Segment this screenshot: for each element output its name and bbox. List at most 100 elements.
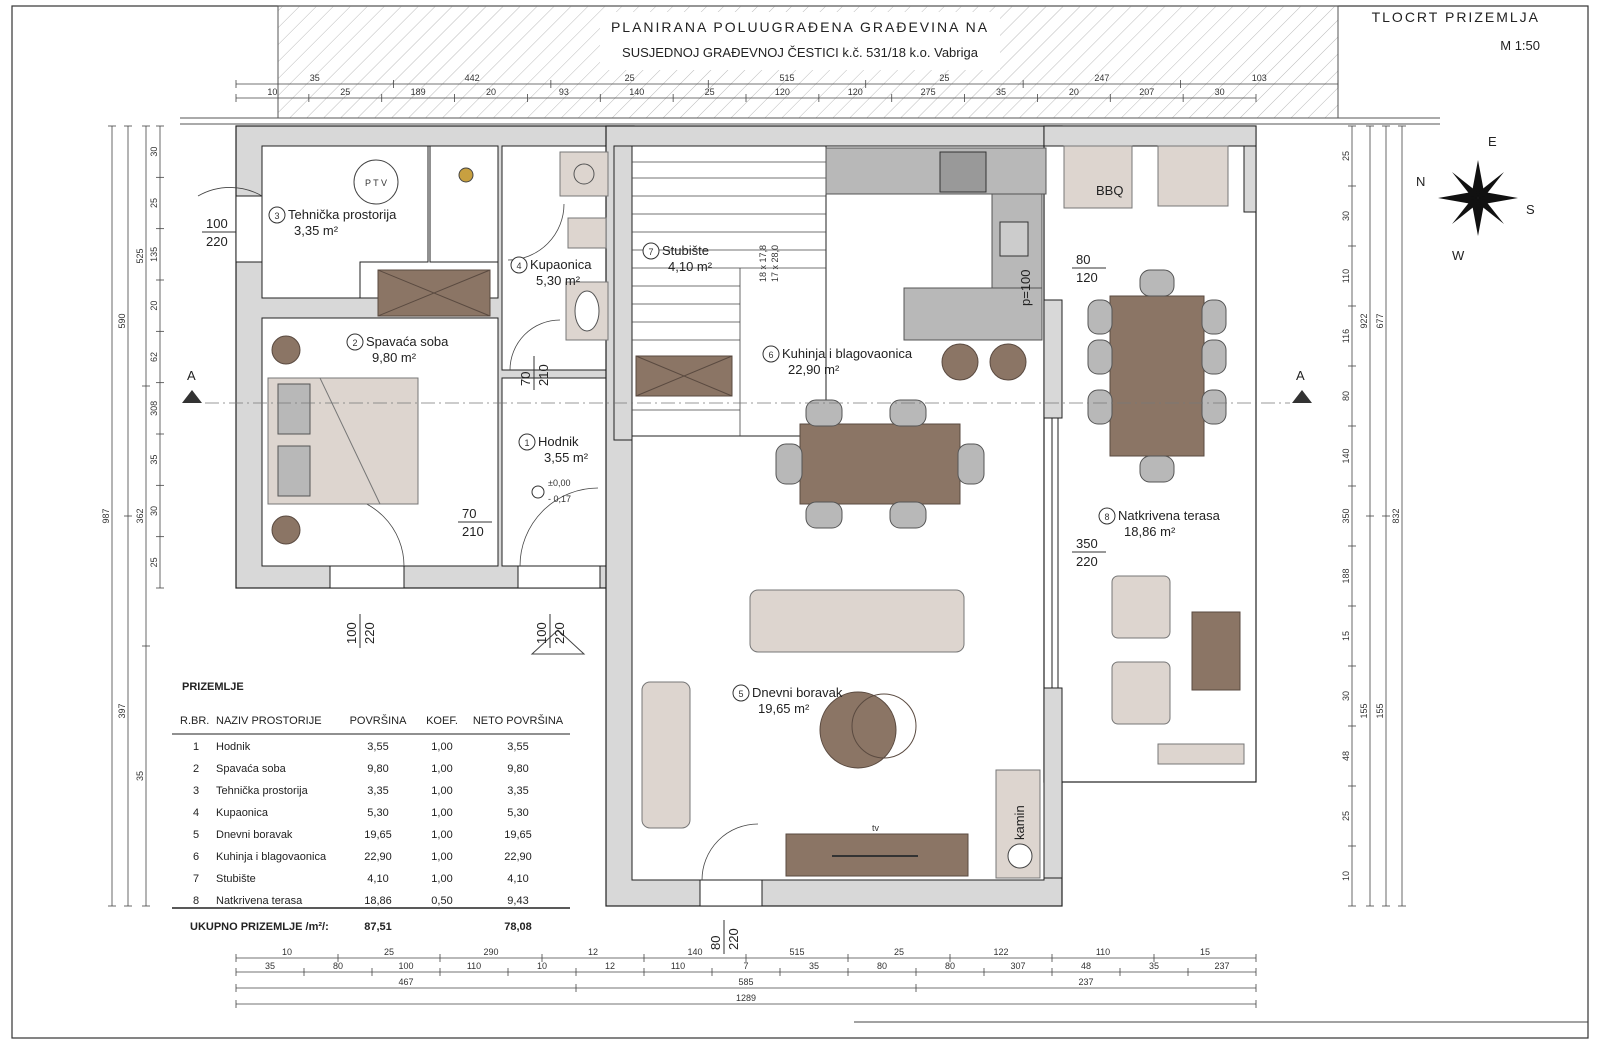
dim-left1: 62 (149, 352, 159, 362)
dim-top1: 25 (939, 73, 949, 83)
dim-right1: 116 (1341, 329, 1351, 343)
room-area: 3,35 m² (294, 223, 339, 238)
table-cell: 3,35 (367, 785, 388, 797)
table-cell: 1,00 (431, 851, 452, 863)
dim-right1: 110 (1341, 269, 1351, 283)
room-number: 1 (524, 438, 529, 448)
terrace-furniture (1063, 145, 1245, 765)
kitchen-units (825, 147, 1047, 381)
dim-bot3: 585 (738, 977, 753, 987)
room-number: 2 (352, 338, 357, 348)
dim-top2: 20 (486, 87, 496, 97)
dim-bot2: 10 (537, 961, 547, 971)
dim-right3: 155 (1375, 703, 1385, 718)
dim-bot3: 467 (398, 977, 413, 987)
room-name: Kupaonica (530, 257, 592, 272)
dim-right1: 80 (1341, 391, 1351, 401)
dim-bot2: 110 (467, 961, 481, 971)
dim-right1: 10 (1341, 871, 1351, 881)
dim-right1: 30 (1341, 211, 1351, 221)
table-cell: 1,00 (431, 741, 452, 753)
door-width: 80 (1076, 252, 1090, 267)
dim-right1: 350 (1341, 508, 1351, 523)
dim-top1: 103 (1252, 73, 1267, 83)
dim-bot1: 515 (789, 947, 804, 957)
table-header: POVRŠINA (350, 714, 408, 727)
dim-left1: 25 (149, 198, 159, 208)
door-height: 220 (552, 622, 567, 644)
table-total-label: UKUPNO PRIZEMLJE /m²/: (190, 921, 329, 933)
room-number: 4 (516, 261, 521, 271)
sheet-title: TLOCRT PRIZEMLJA (1372, 9, 1540, 25)
dim-top1: 247 (1094, 73, 1109, 83)
dim-bot2: 12 (605, 961, 615, 971)
room-number: 8 (1104, 512, 1109, 522)
dim-right1: 140 (1341, 448, 1351, 463)
dim-top2: 35 (996, 87, 1006, 97)
room-number-circle (762, 345, 780, 363)
section-mark-right: A (1296, 368, 1305, 383)
dim-right1: 25 (1341, 151, 1351, 161)
room-number: 5 (738, 689, 743, 699)
door-height: 120 (1076, 270, 1098, 285)
dim-bot2: 110 (671, 961, 685, 971)
building-plan: P T V (182, 125, 1312, 907)
room-area: 9,80 m² (372, 350, 417, 365)
dim-left1: 308 (149, 401, 159, 416)
table-cell: 1,00 (431, 763, 452, 775)
dim-top1: 515 (779, 73, 794, 83)
table-cell: 6 (193, 851, 199, 863)
dim-right4: 832 (1391, 508, 1401, 523)
table-cell: 3,35 (507, 785, 528, 797)
dim-top2: 120 (848, 87, 863, 97)
dining-table (775, 399, 985, 529)
door-height: 220 (1076, 554, 1098, 569)
compass-w: W (1452, 248, 1465, 263)
dim-left4: 987 (101, 508, 111, 523)
bed (267, 335, 419, 545)
dim-bot2: 80 (333, 961, 343, 971)
dim-bot2: 307 (1010, 961, 1025, 971)
table-cell: 1,00 (431, 785, 452, 797)
dim-top1: 35 (310, 73, 320, 83)
dim-left1: 30 (149, 147, 159, 157)
dim-top1: 442 (465, 73, 480, 83)
table-header: NAZIV PROSTORIJE (216, 715, 322, 727)
table-cell: Tehnička prostorija (216, 785, 309, 797)
dim-bot2: 80 (877, 961, 887, 971)
dim-left2: 35 (135, 771, 145, 781)
door-width: 100 (534, 622, 549, 644)
door-height: 220 (362, 622, 377, 644)
room-area: 3,55 m² (544, 450, 589, 465)
dim-bot2: 35 (809, 961, 819, 971)
dim-top2: 140 (629, 87, 644, 97)
compass-s: S (1526, 202, 1535, 217)
room-number-circle (732, 684, 750, 702)
dim-top1: 25 (625, 73, 635, 83)
dim-top2: 25 (340, 87, 350, 97)
table-header: KOEF. (426, 715, 458, 727)
dim-bot1: 15 (1200, 947, 1210, 957)
parapet-label: p=100 (1018, 269, 1033, 306)
header-line2: SUSJEDNOJ GRAĐEVNOJ ČESTICI k.č. 531/18 … (622, 45, 979, 60)
stairs-label-a: 18 x 17,8 (758, 245, 768, 282)
table-cell: 4,10 (507, 873, 528, 885)
room-area: 22,90 m² (788, 362, 840, 377)
door-height: 220 (726, 928, 741, 950)
door-width: 350 (1076, 536, 1098, 551)
section-mark-left: A (187, 368, 196, 383)
table-cell: 0,50 (431, 895, 452, 907)
table-cell: 3,55 (367, 741, 388, 753)
dim-left2: 525 (135, 248, 145, 263)
sheet-scale: M 1:50 (1500, 38, 1540, 53)
